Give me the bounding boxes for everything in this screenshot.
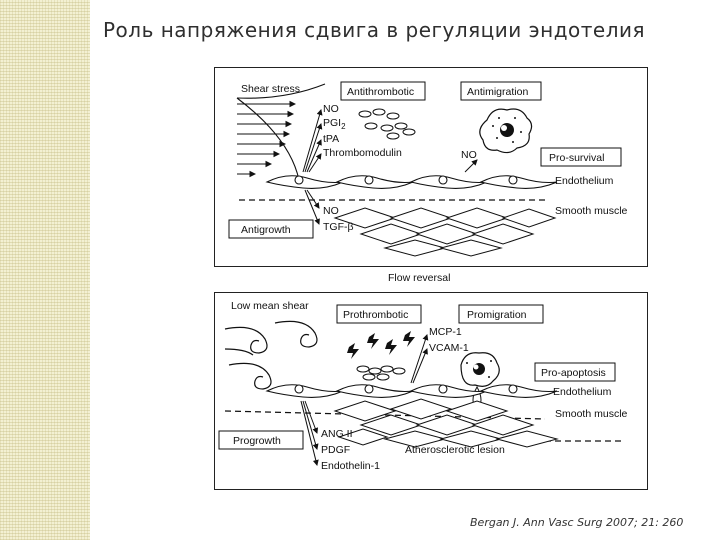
factor-pgi2: PGI2 bbox=[323, 117, 346, 131]
factor-no-lower: NO bbox=[323, 205, 339, 217]
progrowth-arrows-icon bbox=[300, 400, 319, 466]
smooth-muscle-label-bottom: Smooth muscle bbox=[555, 408, 628, 420]
svg-text:Antithrombotic: Antithrombotic bbox=[347, 86, 414, 98]
svg-text:Prothrombotic: Prothrombotic bbox=[343, 309, 408, 321]
factor-endothelin-1: Endothelin-1 bbox=[321, 460, 380, 472]
factor-tgf-beta: TGF-β bbox=[323, 221, 354, 233]
shear-stress-profile-icon bbox=[236, 83, 326, 181]
factor-thrombomodulin: Thrombomodulin bbox=[323, 147, 402, 159]
platelets-icon bbox=[358, 108, 416, 140]
pro-survival-box: Pro-survival bbox=[540, 147, 622, 167]
pro-apoptosis-box: Pro-apoptosis bbox=[534, 362, 616, 382]
decorative-side-strip bbox=[0, 0, 90, 540]
flow-reversal-label: Flow reversal bbox=[388, 272, 451, 284]
progrowth-box: Progrowth bbox=[218, 430, 304, 450]
aggregated-platelets-icon bbox=[356, 365, 406, 381]
factor-mcp-1: MCP-1 bbox=[429, 326, 462, 338]
prothrombotic-box: Prothrombotic bbox=[336, 304, 422, 324]
low-mean-shear-label: Low mean shear bbox=[231, 300, 309, 312]
factor-vcam-1: VCAM-1 bbox=[429, 342, 469, 354]
svg-text:Antimigration: Antimigration bbox=[467, 86, 528, 98]
svg-text:Promigration: Promigration bbox=[467, 309, 527, 321]
growth-arrows-icon bbox=[304, 189, 320, 225]
shear-stress-label: Shear stress bbox=[241, 83, 300, 95]
monocyte-icon bbox=[479, 108, 533, 154]
smooth-muscle-cells bbox=[333, 207, 557, 257]
factor-pdgf: PDGF bbox=[321, 444, 350, 456]
endothelium-label: Endothelium bbox=[555, 175, 614, 187]
factor-no: NO bbox=[323, 103, 339, 115]
endothelium-layer-bottom bbox=[265, 384, 558, 398]
bottom-panel-diagram: Low mean shear Prothrombotic Promigratio… bbox=[218, 300, 628, 472]
promigration-box: Promigration bbox=[458, 304, 544, 324]
chemokine-arrows-icon bbox=[410, 334, 429, 384]
factor-no-right: NO bbox=[461, 149, 477, 161]
bottom-panel-low-shear: Low mean shear Prothrombotic Promigratio… bbox=[214, 292, 648, 490]
factor-tpa: tPA bbox=[323, 133, 339, 145]
endothelium-layer bbox=[265, 175, 558, 189]
activation-bolts-icon bbox=[347, 331, 415, 359]
slide-title: Роль напряжения сдвига в регуляции эндот… bbox=[103, 18, 646, 42]
smooth-muscle-label: Smooth muscle bbox=[555, 205, 628, 217]
svg-text:Pro-apoptosis: Pro-apoptosis bbox=[541, 367, 606, 379]
antithrombotic-box: Antithrombotic bbox=[340, 81, 426, 101]
lesion-label: Atherosclerotic lesion bbox=[405, 444, 505, 456]
svg-text:Pro-survival: Pro-survival bbox=[549, 152, 604, 164]
elastic-lamina-line-bottom bbox=[224, 410, 546, 420]
factor-ang-ii: ANG II bbox=[321, 428, 353, 440]
antimigration-box: Antimigration bbox=[460, 81, 542, 101]
citation: Bergan J. Ann Vasc Surg 2007; 21: 260 bbox=[470, 516, 684, 529]
antigrowth-box: Antigrowth bbox=[228, 219, 314, 239]
disturbed-flow-swirls-icon bbox=[224, 320, 318, 390]
endothelium-label-bottom: Endothelium bbox=[553, 386, 612, 398]
svg-text:Progrowth: Progrowth bbox=[233, 435, 281, 447]
lesion-smooth-muscle-cells bbox=[333, 398, 559, 448]
top-panel-normal-shear: Shear stress Antithrombotic Antimigratio… bbox=[214, 67, 648, 267]
svg-text:Antigrowth: Antigrowth bbox=[241, 224, 291, 236]
release-arrows-icon bbox=[302, 109, 478, 173]
top-panel-diagram: Shear stress Antithrombotic Antimigratio… bbox=[228, 81, 628, 257]
